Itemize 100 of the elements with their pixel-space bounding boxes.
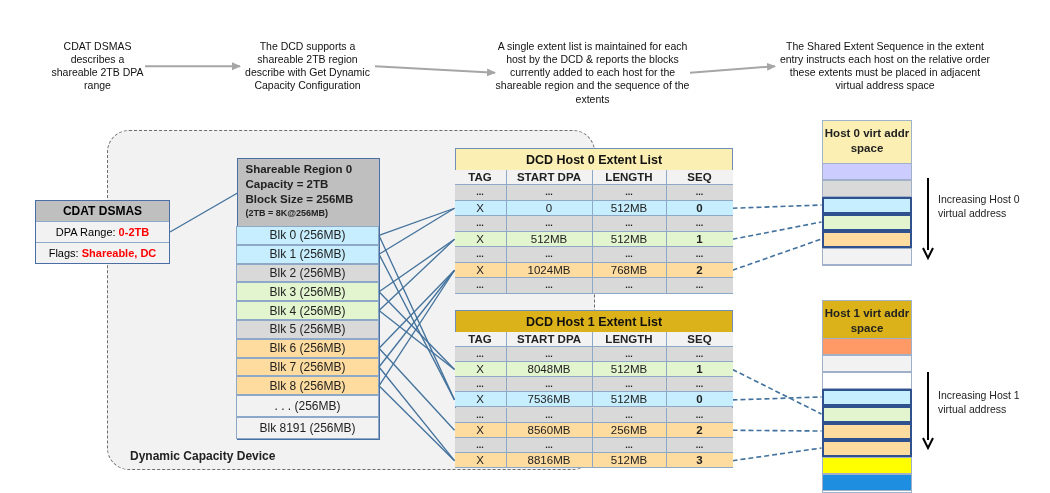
table-cell: ... xyxy=(454,278,507,293)
connector-line xyxy=(378,269,456,349)
table-cell: X xyxy=(454,422,507,437)
table-cell: 512MB xyxy=(592,231,667,246)
memory-block: Blk 5 (256MB) xyxy=(236,320,379,339)
dashed-connector xyxy=(731,396,823,401)
table-cell: ... xyxy=(454,216,507,231)
dashed-connector xyxy=(731,447,823,462)
table-cell: 512MB xyxy=(592,392,667,407)
table-row xyxy=(454,377,733,393)
connector-line xyxy=(378,269,456,387)
table-title: DCD Host 1 Extent List xyxy=(456,311,732,334)
table-cell: 7536MB xyxy=(506,392,593,407)
table-cell: 512MB xyxy=(592,453,667,468)
connector-line xyxy=(169,192,239,233)
table-cell: ... xyxy=(454,346,507,361)
arrow xyxy=(144,62,241,71)
region-label: Dynamic Capacity Device xyxy=(130,449,276,463)
description-text: The Shared Extent Sequence in the extent entry instructs each host on the relative order these extents must be placed in adjacent virtual address space xyxy=(778,40,992,93)
connector-line xyxy=(378,207,456,237)
block-column xyxy=(236,157,380,440)
table-cell-text: 1 xyxy=(695,231,704,246)
table-cell-text: ... xyxy=(694,217,705,230)
dashed-connector xyxy=(731,204,823,210)
table-cell: ... xyxy=(454,247,507,262)
table-cell: ... xyxy=(454,377,507,392)
extent-table xyxy=(455,310,733,468)
description-text: CDAT DSMAS describes a shareable 2TB DPA range xyxy=(50,40,145,93)
connector-line xyxy=(378,207,456,255)
table-cell: 0 xyxy=(506,200,593,215)
table-cell: 768MB xyxy=(592,262,667,277)
header-text: (2TB = 8K@256MB) xyxy=(245,206,330,220)
table-row xyxy=(454,453,733,469)
table-cell-text: 3 xyxy=(695,453,704,468)
table-cell-text: 2 xyxy=(695,262,704,277)
table-cell: ... xyxy=(592,437,667,453)
table-row xyxy=(454,392,733,408)
table-cell: X xyxy=(454,453,507,468)
connector-line xyxy=(378,238,456,312)
table-cell-text: ... xyxy=(694,186,705,199)
table-cell: 512MB xyxy=(592,200,667,215)
table-cell: 256MB xyxy=(592,422,667,437)
memory-block: Blk 4 (256MB) xyxy=(236,301,379,320)
table-cell: X xyxy=(454,392,507,407)
table-cell: ... xyxy=(592,377,667,392)
connector-line xyxy=(378,366,456,462)
table-cell: ... xyxy=(454,407,507,422)
table-cell: 8560MB xyxy=(506,422,593,437)
header-text: Shareable Region 0 xyxy=(245,161,354,177)
table-cell: ... xyxy=(454,185,507,200)
table-cell: X xyxy=(454,262,507,277)
memory-block: Blk 3 (256MB) xyxy=(236,282,379,302)
table-cell: X xyxy=(454,231,507,246)
table-cell: ... xyxy=(506,216,593,231)
memory-block: Blk 0 (256MB) xyxy=(236,226,379,245)
table-cell: ... xyxy=(506,377,593,392)
card-title: CDAT DSMAS xyxy=(36,201,169,222)
property-text: DPA Range: 0-2TB xyxy=(36,222,169,243)
address-space-column xyxy=(822,120,912,266)
connector-line xyxy=(378,347,456,431)
address-space-column xyxy=(822,300,912,493)
table-cell-text: ... xyxy=(694,378,705,392)
table-cell: 8816MB xyxy=(506,453,593,468)
table-cell-text: ... xyxy=(694,248,705,261)
table-cell-text: ... xyxy=(694,347,705,361)
table-cell: ... xyxy=(592,247,667,262)
table-row xyxy=(454,278,733,294)
table-title: DCD Host 0 Extent List xyxy=(456,149,732,172)
memory-block: Blk 8191 (256MB) xyxy=(236,417,379,439)
table-cell: ... xyxy=(592,185,667,200)
table-card xyxy=(35,200,170,264)
table-cell: ... xyxy=(592,278,667,293)
description-text: A single extent list is maintained for each host by the DCD & reports the blocks currently added to each host for the shareable region and the sequence of the extents xyxy=(495,40,690,106)
table-cell-text: ... xyxy=(694,279,705,292)
table-cell: 1024MB xyxy=(506,262,593,277)
table-cell-text: 0 xyxy=(695,392,704,407)
dashed-connector xyxy=(731,221,823,241)
table-cell-text: ... xyxy=(694,438,705,452)
axis-note: Increasing Host 0 virtual address xyxy=(938,192,1021,220)
header-text: Capacity = 2TB xyxy=(245,176,330,192)
arrow xyxy=(689,62,776,74)
table-cell: 512MB xyxy=(506,231,593,246)
connector-line xyxy=(378,309,456,371)
table-cell: ... xyxy=(454,437,507,453)
dashed-connector xyxy=(731,368,823,415)
header-text: Block Size = 256MB xyxy=(245,191,355,207)
table-row xyxy=(454,185,733,201)
connector-line xyxy=(378,269,456,368)
table-cell: X xyxy=(454,200,507,215)
table-cell: ... xyxy=(506,437,593,453)
table-cell: 8048MB xyxy=(506,361,593,377)
table-cell: ... xyxy=(506,247,593,262)
table-cell-text: 0 xyxy=(695,200,704,215)
arrow xyxy=(374,65,496,77)
connector-line xyxy=(378,385,456,462)
memory-block: . . . (256MB) xyxy=(236,395,379,417)
table-cell: ... xyxy=(506,407,593,422)
table-cell-text: ... xyxy=(694,408,705,422)
table-cell-text: 1 xyxy=(695,361,704,377)
table-cell: 512MB xyxy=(592,361,667,377)
